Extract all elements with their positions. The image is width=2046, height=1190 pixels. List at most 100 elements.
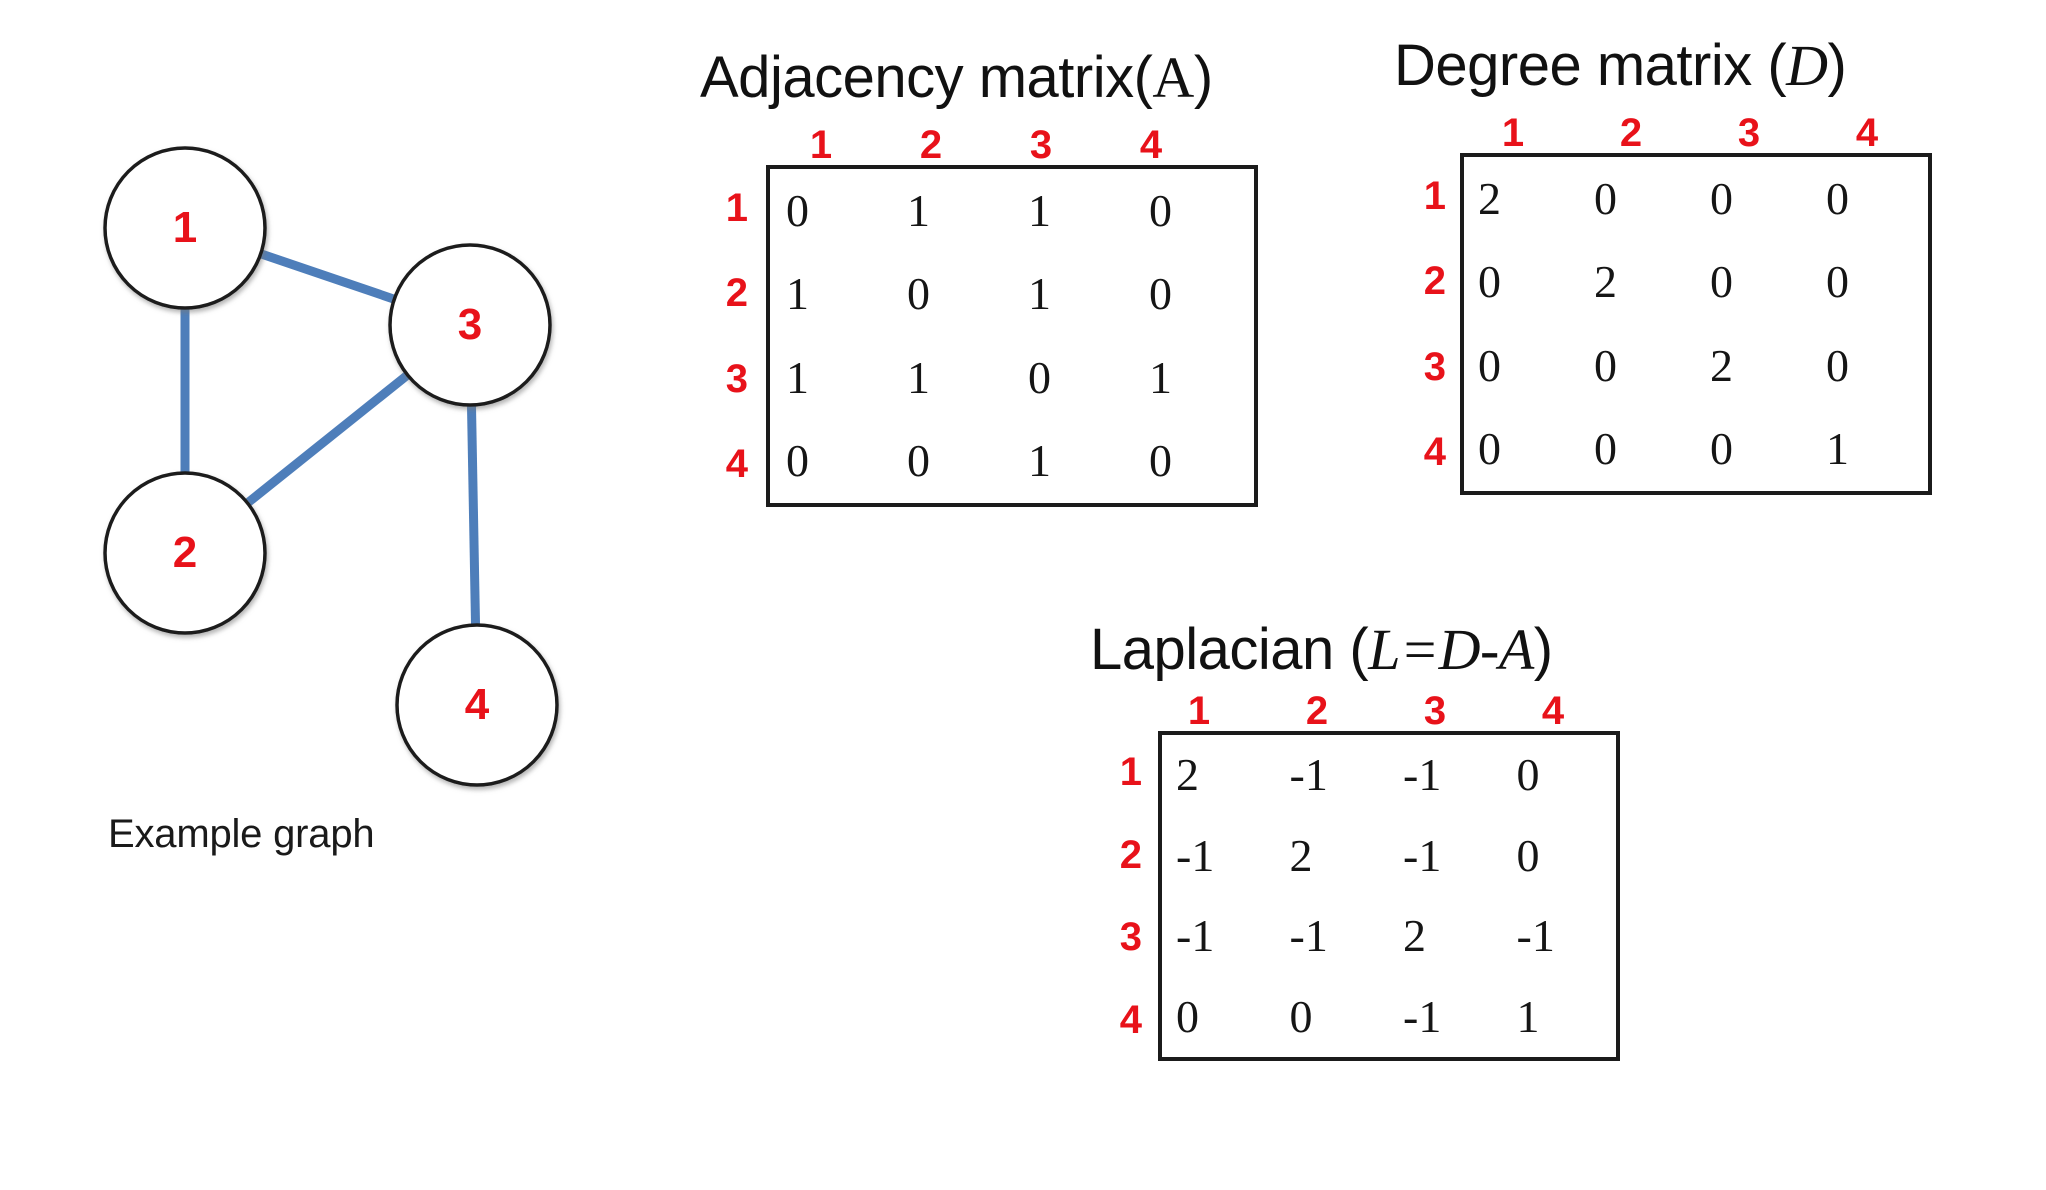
degree-cell-3-3: 2 <box>1710 339 1733 391</box>
example-graph-caption: Example graph <box>108 812 375 856</box>
laplacian-row-header-4: 4 <box>1119 997 1142 1042</box>
graph-diagram <box>103 146 559 787</box>
laplacian-title-symbol: L=D-A <box>1368 617 1534 682</box>
degree-cell-3-1: 0 <box>1478 339 1501 391</box>
laplacian-cell-1-2: -1 <box>1289 749 1328 801</box>
laplacian-matrix-box: 2 -1 -1 0 -1 2 -1 0 -1 -1 2 <box>1158 730 1620 1061</box>
degree-cell-2-3: 0 <box>1710 256 1733 308</box>
degree-cell-2-1: 0 <box>1478 256 1501 308</box>
adjacency-cell-1-3: 1 <box>1028 184 1051 236</box>
graph-node-1[interactable] <box>103 146 267 310</box>
laplacian-grid: 1 2 3 4 1 2 3 4 2 -1 -1 0 <box>1086 691 1620 1061</box>
degree-column-headers: 1 2 3 4 <box>1388 113 1932 153</box>
degree-row-header-2: 2 <box>1423 259 1446 304</box>
table-row: 2 -1 -1 0 <box>1162 752 1616 798</box>
table-row: 0 1 1 0 <box>770 184 1254 236</box>
table-row: 1 0 1 0 <box>770 271 1254 317</box>
laplacian-cell-3-1: -1 <box>1176 910 1215 962</box>
laplacian-col-header-4: 4 <box>1541 688 1565 733</box>
adjacency-cell-1-1: 0 <box>786 184 809 236</box>
laplacian-row-header-3: 3 <box>1119 915 1142 960</box>
graph-nodes <box>103 146 559 787</box>
degree-grid: 1 2 3 4 1 2 3 4 2 0 0 0 <box>1388 113 1932 495</box>
adjacency-body: 1 2 3 4 0 1 1 0 1 0 1 0 <box>690 164 1258 507</box>
laplacian-row-header-1: 1 <box>1119 750 1142 795</box>
adjacency-row-header-3: 3 <box>725 356 748 401</box>
laplacian-cell-4-4: 1 <box>1516 990 1540 1042</box>
header-spacer <box>1388 113 1454 153</box>
degree-cell-1-1: 2 <box>1478 172 1501 224</box>
adjacency-cell-2-1: 1 <box>786 268 809 320</box>
laplacian-row-header-2: 2 <box>1119 832 1142 877</box>
degree-cell-4-4: 1 <box>1826 423 1849 475</box>
laplacian-col-header-1: 1 <box>1187 688 1211 733</box>
adjacency-col-header-3: 3 <box>1029 122 1053 167</box>
degree-title-symbol: D <box>1786 33 1828 98</box>
adjacency-row-header-4: 4 <box>725 442 748 487</box>
laplacian-cell-3-3: 2 <box>1403 910 1426 962</box>
adjacency-cell-2-3: 1 <box>1028 268 1051 320</box>
degree-cell-1-2: 0 <box>1594 172 1617 224</box>
degree-cell-2-4: 0 <box>1826 256 1849 308</box>
adjacency-cell-3-2: 1 <box>907 351 930 403</box>
degree-row-header-1: 1 <box>1423 173 1446 218</box>
graph-node-2[interactable] <box>103 471 267 635</box>
graph-node-4[interactable] <box>395 623 559 787</box>
laplacian-matrix-title: Laplacian (L=D-A) <box>1090 617 1620 682</box>
adjacency-cell-1-4: 0 <box>1149 184 1172 236</box>
graph-node-4-label: 4 <box>464 680 490 729</box>
laplacian-cell-4-3: -1 <box>1403 990 1442 1042</box>
adjacency-cell-2-2: 0 <box>907 268 930 320</box>
laplacian-cell-1-3: -1 <box>1403 749 1442 801</box>
laplacian-cell-1-1: 2 <box>1176 749 1199 801</box>
laplacian-cell-2-2: 2 <box>1289 829 1313 881</box>
degree-cell-4-2: 0 <box>1594 423 1617 475</box>
laplacian-cell-1-4: 0 <box>1516 749 1540 801</box>
adjacency-cell-4-2: 0 <box>907 435 930 487</box>
degree-cell-1-4: 0 <box>1826 172 1849 224</box>
degree-row-header-4: 4 <box>1423 430 1446 475</box>
adjacency-col-header-4: 4 <box>1139 122 1163 167</box>
degree-col-header-1: 1 <box>1501 110 1525 155</box>
degree-title-text: Degree matrix ( <box>1394 33 1787 98</box>
laplacian-matrix-block: Laplacian (L=D-A) 1 2 3 4 1 2 3 4 2 <box>1086 617 1620 1061</box>
adjacency-row-header-2: 2 <box>725 271 748 316</box>
adjacency-cell-4-4: 0 <box>1149 435 1172 487</box>
graph-node-3[interactable] <box>388 243 552 407</box>
adjacency-cell-2-4: 0 <box>1149 268 1172 320</box>
degree-matrix-title: Degree matrix (D) <box>1394 33 1932 98</box>
adjacency-row-headers: 1 2 3 4 <box>690 165 766 507</box>
degree-row-header-3: 3 <box>1423 344 1446 389</box>
adjacency-row-header-1: 1 <box>725 185 748 230</box>
table-row: 0 0 0 1 <box>1464 426 1928 472</box>
degree-body: 1 2 3 4 2 0 0 0 0 2 0 0 <box>1388 152 1932 495</box>
adjacency-matrix-block: Adjacency matrix(A) 1 2 3 4 1 2 3 4 0 <box>690 45 1258 507</box>
laplacian-cell-4-1: 0 <box>1176 990 1199 1042</box>
degree-cell-3-2: 0 <box>1594 339 1617 391</box>
adjacency-title-symbol: A <box>1152 45 1194 110</box>
adjacency-title-tail: ) <box>1193 45 1213 110</box>
table-row: -1 -1 2 -1 <box>1162 913 1616 959</box>
table-row: 0 0 -1 1 <box>1162 990 1616 1042</box>
laplacian-cell-2-3: -1 <box>1403 829 1442 881</box>
degree-cell-1-3: 0 <box>1710 172 1733 224</box>
laplacian-title-text: Laplacian ( <box>1090 617 1369 682</box>
laplacian-cell-4-2: 0 <box>1289 990 1313 1042</box>
laplacian-cell-3-2: -1 <box>1289 910 1328 962</box>
graph-node-1-label: 1 <box>172 203 198 252</box>
table-row: 1 1 0 1 <box>770 351 1254 403</box>
laplacian-title-tail: ) <box>1533 617 1553 682</box>
adjacency-cell-3-1: 1 <box>786 351 809 403</box>
degree-cell-4-3: 0 <box>1710 423 1733 475</box>
table-row: 2 0 0 0 <box>1464 172 1928 224</box>
laplacian-cell-3-4: -1 <box>1516 910 1555 962</box>
degree-matrix-box: 2 0 0 0 0 2 0 0 0 0 2 0 <box>1460 152 1932 495</box>
table-row: 0 2 0 0 <box>1464 259 1928 305</box>
adjacency-cell-4-1: 0 <box>786 435 809 487</box>
degree-row-headers: 1 2 3 4 <box>1388 153 1460 495</box>
adjacency-col-header-1: 1 <box>809 122 833 167</box>
degree-title-tail: ) <box>1827 33 1847 98</box>
table-row: -1 2 -1 0 <box>1162 829 1616 881</box>
degree-col-header-2: 2 <box>1619 110 1643 155</box>
adjacency-cell-4-3: 1 <box>1028 435 1051 487</box>
